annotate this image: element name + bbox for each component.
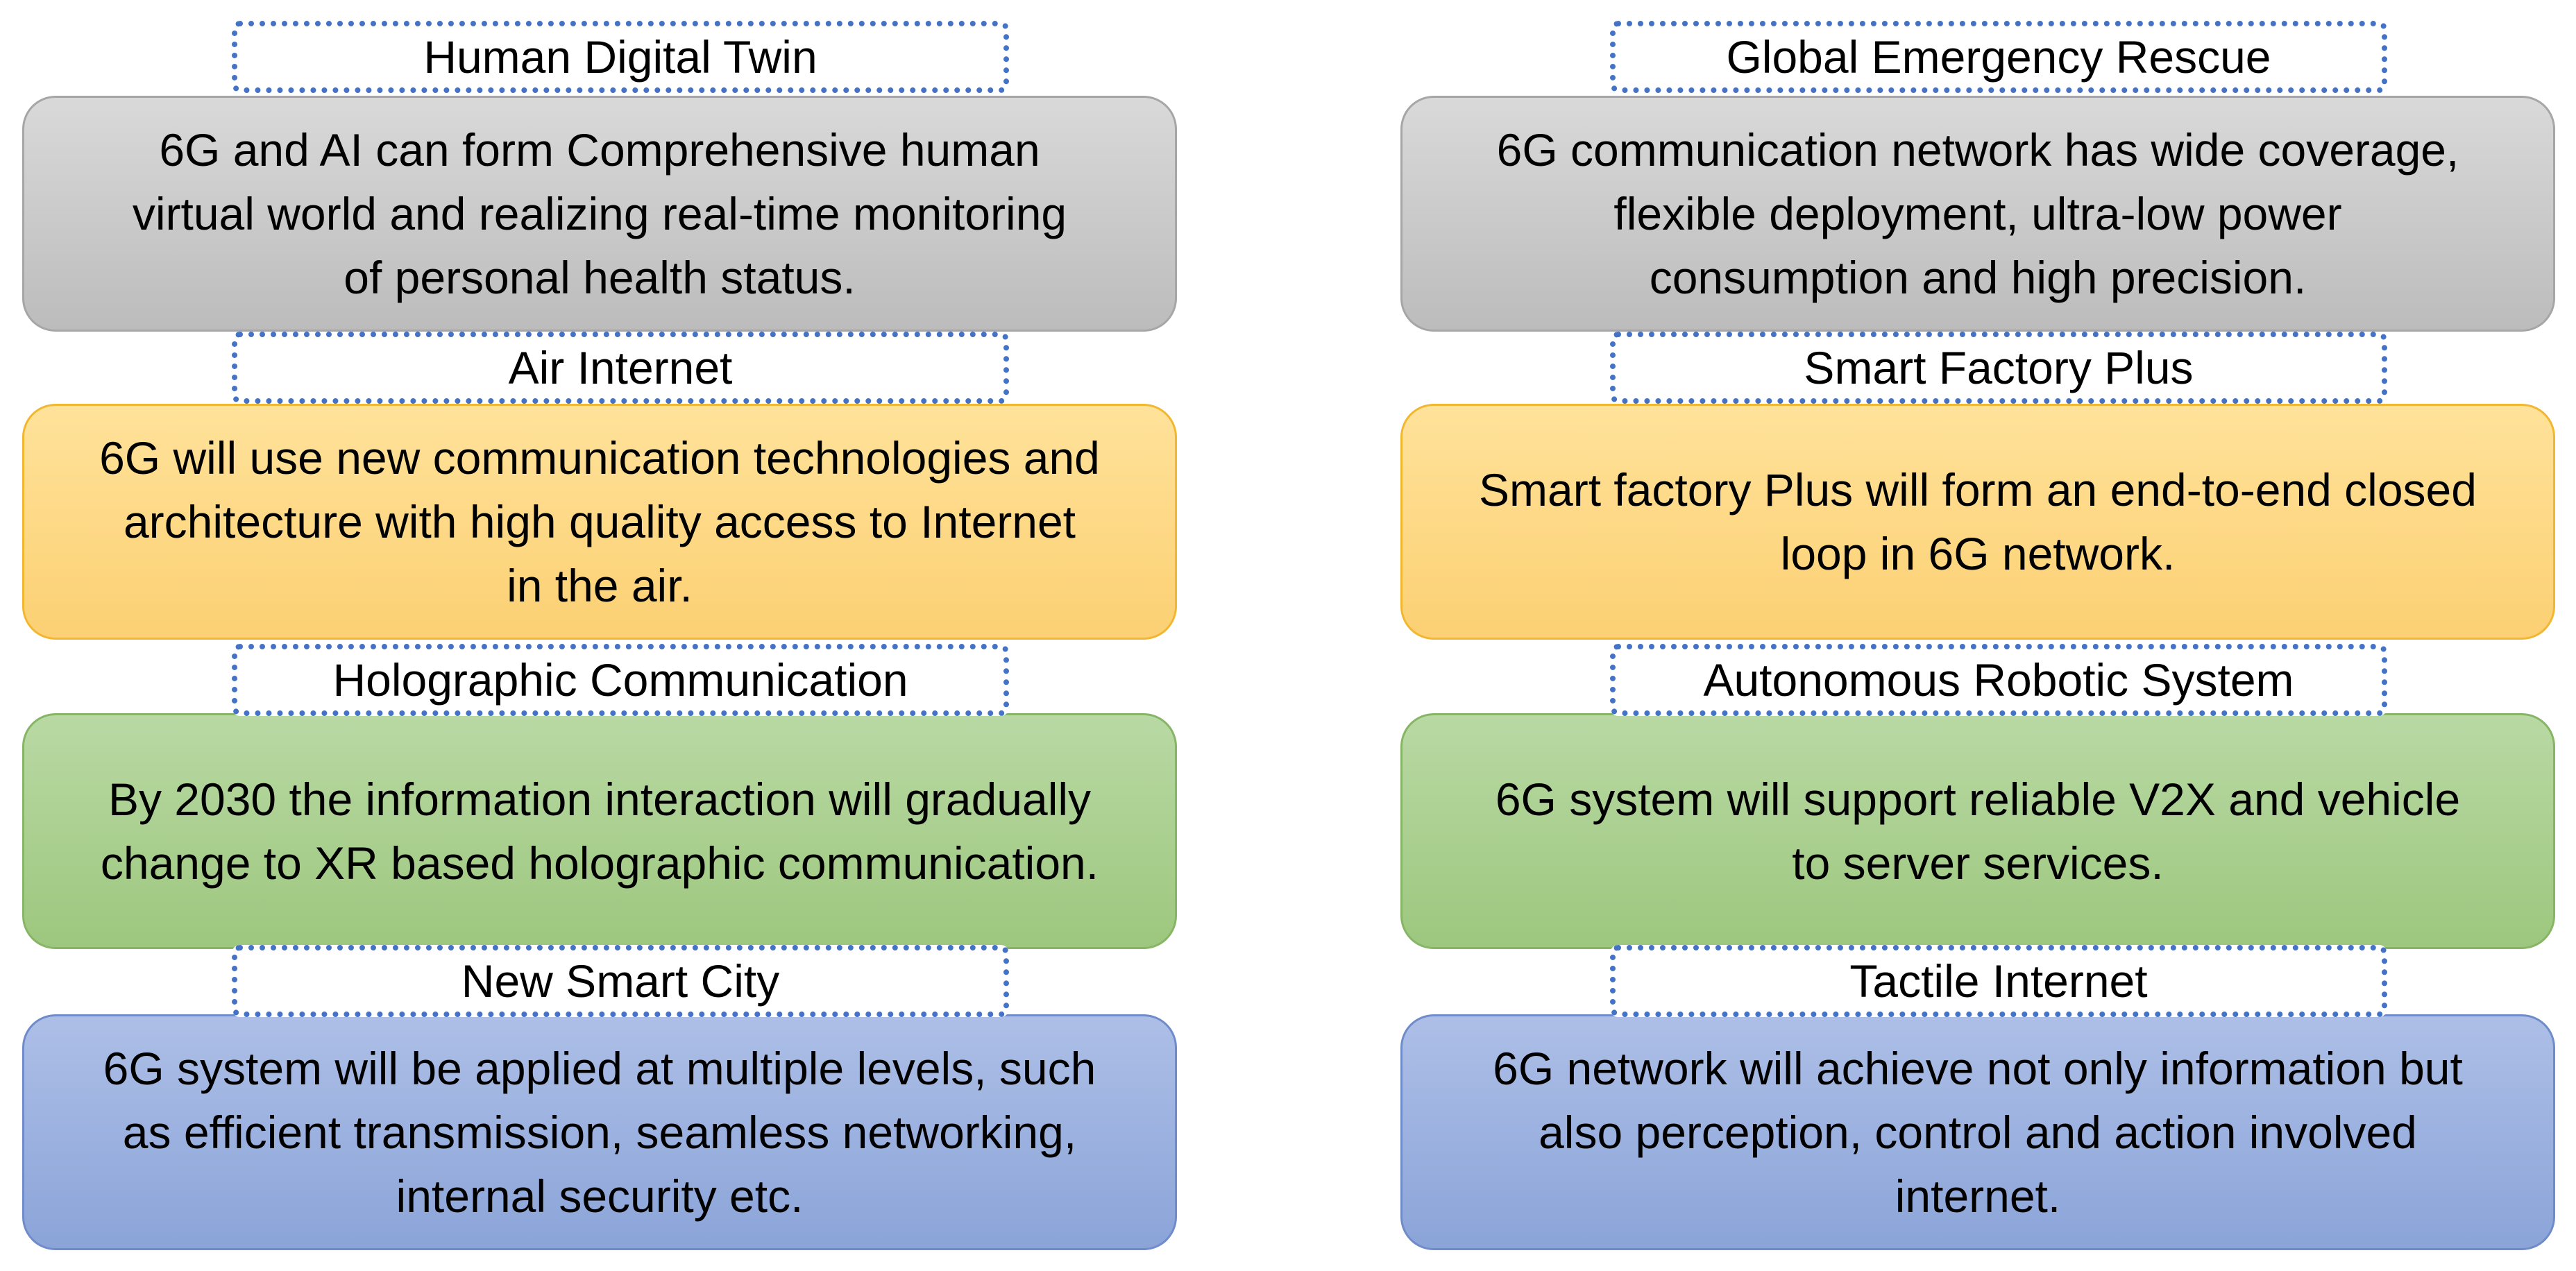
content-line: 6G network will achieve not only informa… (1493, 1043, 2463, 1094)
content-line: change to XR based holographic communica… (100, 837, 1099, 889)
content-line: of personal health status. (344, 252, 856, 303)
title-new-smart-city: New Smart City (232, 945, 1009, 1017)
content-human-digital-twin: 6G and AI can form Comprehensive human v… (22, 96, 1177, 332)
title-global-emergency-rescue: Global Emergency Rescue (1610, 21, 2387, 93)
content-line: internet. (1895, 1170, 2061, 1222)
content-global-emergency-rescue: 6G communication network has wide covera… (1400, 96, 2555, 332)
content-line: 6G communication network has wide covera… (1496, 124, 2459, 176)
content-air-internet: 6G will use new communication technologi… (22, 404, 1177, 640)
content-line: Smart factory Plus will form an end-to-e… (1479, 464, 2477, 515)
title-smart-factory-plus: Smart Factory Plus (1610, 332, 2387, 404)
title-tactile-internet: Tactile Internet (1610, 945, 2387, 1017)
title-air-internet: Air Internet (232, 332, 1009, 404)
content-smart-factory-plus: Smart factory Plus will form an end-to-e… (1400, 404, 2555, 640)
content-line: 6G will use new communication technologi… (99, 432, 1100, 484)
content-line: 6G system will support reliable V2X and … (1495, 774, 2461, 825)
content-line: also perception, control and action invo… (1539, 1107, 2417, 1158)
content-line: as efficient transmission, seamless netw… (122, 1107, 1077, 1158)
title-autonomous-robotic-system: Autonomous Robotic System (1610, 644, 2387, 716)
content-holographic-communication: By 2030 the information interaction will… (22, 713, 1177, 949)
content-new-smart-city: 6G system will be applied at multiple le… (22, 1014, 1177, 1250)
content-autonomous-robotic-system: 6G system will support reliable V2X and … (1400, 713, 2555, 949)
content-line: By 2030 the information interaction will… (108, 774, 1092, 825)
content-line: to server services. (1792, 837, 2164, 889)
title-holographic-communication: Holographic Communication (232, 644, 1009, 716)
content-line: virtual world and realizing real-time mo… (132, 188, 1067, 239)
content-line: consumption and high precision. (1649, 252, 2307, 303)
content-line: flexible deployment, ultra-low power (1613, 188, 2342, 239)
title-human-digital-twin: Human Digital Twin (232, 21, 1009, 93)
content-line: loop in 6G network. (1780, 528, 2176, 579)
content-line: 6G system will be applied at multiple le… (103, 1043, 1096, 1094)
content-line: in the air. (507, 560, 693, 611)
content-line: architecture with high quality access to… (123, 496, 1076, 547)
content-line: 6G and AI can form Comprehensive human (159, 124, 1040, 176)
content-line: internal security etc. (396, 1170, 804, 1222)
content-tactile-internet: 6G network will achieve not only informa… (1400, 1014, 2555, 1250)
